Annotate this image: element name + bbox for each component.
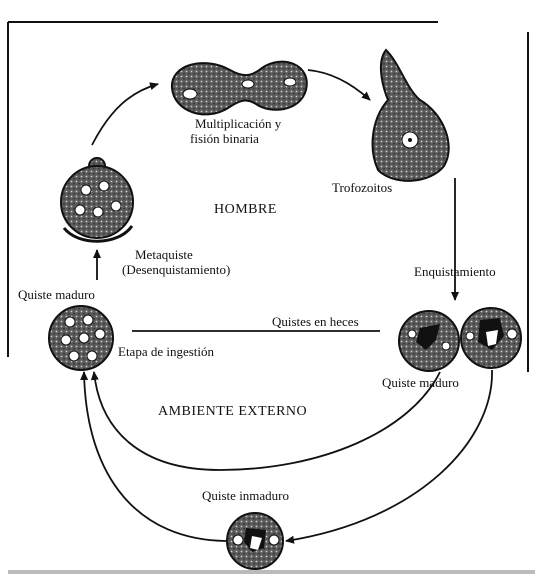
mature-cyst-left [49,306,113,370]
mature-cyst-right-b [461,308,521,368]
label-enquistamiento: Enquistamiento [414,264,496,279]
label-hombre: HOMBRE [214,202,277,217]
metacyst-cell [61,158,133,241]
immature-cyst [227,513,283,569]
label-trofozoitos: Trofozoitos [332,180,392,195]
label-multiplicacion: Multiplicación y [195,116,281,131]
label-fision-binaria: fisión binaria [190,131,259,146]
binary-fission-cell [172,62,307,115]
label-etapa-ingestion: Etapa de ingestión [118,344,214,359]
trophozoite-cell [373,50,449,181]
label-metaquiste: Metaquiste [135,247,193,262]
mature-cyst-right-a [399,311,459,371]
label-ambiente-externo: AMBIENTE EXTERNO [158,404,307,419]
label-desenquistamiento: (Desenquistamiento) [122,262,230,277]
label-quiste-inmaduro: Quiste inmaduro [202,488,289,503]
label-quiste-maduro-left: Quiste maduro [18,287,95,302]
label-quistes-en-heces: Quistes en heces [272,314,359,329]
label-quiste-maduro-right: Quiste maduro [382,375,459,390]
